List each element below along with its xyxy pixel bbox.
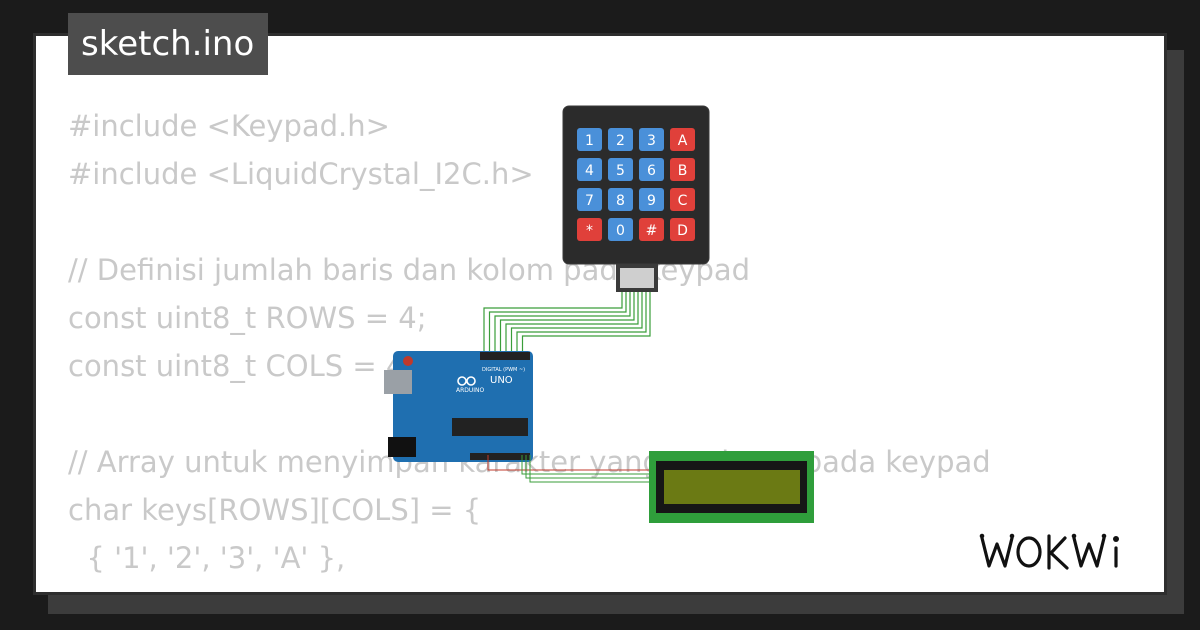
keypad-key[interactable]: * — [577, 218, 602, 241]
keypad-key-label: 8 — [616, 193, 625, 209]
keypad-key-label: 5 — [616, 163, 625, 179]
code-line: #include <LiquidCrystal_I2C.h> — [68, 157, 534, 191]
keypad-key-label: 9 — [647, 193, 656, 209]
keypad-key[interactable]: B — [670, 158, 695, 181]
wire — [499, 290, 635, 352]
arduino-infinity-icon — [457, 376, 476, 386]
board-brand: ARDUINO — [456, 387, 485, 394]
usb-port — [384, 370, 412, 394]
code-line: { '1', '2', '3', 'A' }, — [68, 541, 346, 575]
keypad-key-label: B — [678, 163, 688, 179]
keypad-key-label: 2 — [616, 133, 625, 149]
wire — [516, 290, 647, 352]
keypad[interactable]: 1 2 3 A 4 5 6 B 7 8 9 C * 0 # D — [562, 105, 710, 292]
analog-header — [470, 453, 530, 460]
keypad-key-label: 6 — [647, 163, 656, 179]
wire — [510, 290, 643, 352]
wire — [494, 290, 631, 352]
keypad-key[interactable]: 9 — [639, 188, 664, 211]
code-background: #include <Keypad.h> #include <LiquidCryst… — [68, 102, 991, 592]
keypad-key-label: 3 — [647, 133, 656, 149]
keypad-key-label: 1 — [585, 133, 594, 149]
wokwi-logo[interactable]: WOKWi — [975, 526, 1155, 576]
keypad-key-label: 4 — [585, 163, 594, 179]
keypad-key[interactable]: 6 — [639, 158, 664, 181]
code-line: #include <Keypad.h> — [68, 109, 390, 143]
keypad-key[interactable]: A — [670, 128, 695, 151]
lcd-screen — [664, 470, 800, 504]
keypad-key-label: 7 — [585, 193, 594, 209]
lcd-display[interactable] — [649, 451, 814, 523]
wire — [488, 290, 627, 352]
keypad-key[interactable]: 2 — [608, 128, 633, 151]
keypad-key-label: # — [646, 223, 658, 239]
keypad-key-label: 0 — [616, 223, 625, 239]
digital-header — [480, 352, 530, 360]
board-model: UNO — [490, 375, 513, 386]
atmega-chip — [452, 418, 528, 436]
keypad-key[interactable]: 1 — [577, 128, 602, 151]
code-line: char keys[ROWS][COLS] = { — [68, 493, 482, 527]
wokwi-logo-text: WOKWi — [975, 526, 979, 527]
keypad-key[interactable]: 7 — [577, 188, 602, 211]
wire — [505, 290, 639, 352]
keypad-key-label: * — [586, 223, 593, 239]
file-tab[interactable]: sketch.ino — [68, 13, 269, 75]
keypad-key-label: C — [678, 193, 688, 209]
keypad-key[interactable]: D — [670, 218, 695, 241]
keypad-key[interactable]: 0 — [608, 218, 633, 241]
keypad-wires — [483, 290, 651, 352]
power-jack — [388, 437, 416, 457]
wire — [521, 290, 651, 352]
code-line: { '4', '5', '6', 'B' }, — [68, 582, 991, 592]
wire — [483, 290, 623, 352]
keypad-key-label: A — [678, 133, 688, 149]
lcd-wires — [487, 455, 649, 483]
keypad-key[interactable]: 8 — [608, 188, 633, 211]
arduino-uno-board[interactable]: DIGITAL (PWM ~) UNO ARDUINO — [384, 351, 533, 462]
digital-label: DIGITAL (PWM ~) — [482, 367, 525, 373]
keypad-key[interactable]: 4 — [577, 158, 602, 181]
keypad-key-label: D — [677, 223, 688, 239]
keypad-key[interactable]: # — [639, 218, 664, 241]
keypad-key[interactable]: 3 — [639, 128, 664, 151]
code-line: const uint8_t ROWS = 4; — [68, 301, 427, 335]
reset-button[interactable] — [403, 356, 413, 366]
keypad-key[interactable]: C — [670, 188, 695, 211]
keypad-key[interactable]: 5 — [608, 158, 633, 181]
